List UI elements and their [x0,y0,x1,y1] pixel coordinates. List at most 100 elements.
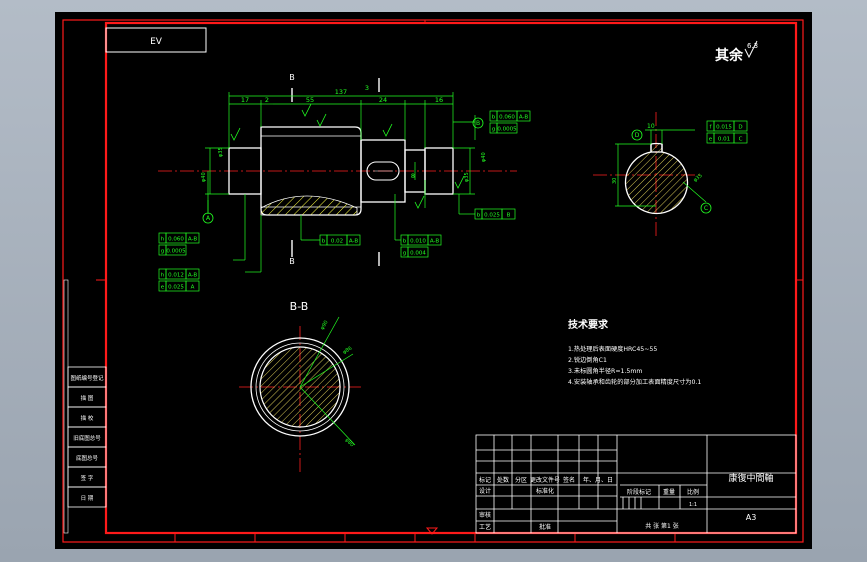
dimension-texts: 137 17 2 55 3 24 16 8 [241,84,443,180]
tolerance-symbol: b [403,239,407,245]
tb-approve: 批准 [539,523,551,531]
leaders [207,115,476,273]
tolerance-symbol: f [710,125,713,131]
datum-letters: A B C D [206,120,708,222]
keyway-slot [366,161,400,181]
tb-count: 处数 [497,476,509,484]
tolerance-symbol: b [477,213,481,219]
keyway-section-view[interactable]: 10 30 φ35 [593,112,707,236]
bb-section-view[interactable]: B-B φ90 φ86 φ80 [239,300,361,472]
tolerance-value: 0.02 [331,239,343,245]
left-strip-label: 旧底图总号 [73,434,101,442]
datum-c: C [704,205,708,212]
tb-change-doc: 更改文件号 [530,476,560,484]
left-strip-edge [63,279,69,534]
tb-sign: 签名 [563,476,575,484]
vertical-dim-texts: φ40 φ35 φ35 φ40 [201,147,487,182]
left-strip-label: 签 字 [81,474,94,482]
dim-17: 17 [241,96,249,104]
tolerance-value: 0.012 [168,273,184,279]
tolerance-symbol: h [161,273,165,279]
tb-zone: 分区 [515,476,527,484]
tech-title: 技术要求 [568,318,609,331]
svg-text:φ86: φ86 [342,345,353,355]
tolerance-symbol: b [492,115,496,121]
tolerance-value: 0.025 [168,285,184,291]
tolerance-cell [516,110,531,122]
corner-label-box [105,27,207,53]
frame-ticks [96,20,803,542]
tolerance-datum: A-B [188,237,197,243]
tolerance-symbol: e [161,285,165,291]
tolerance-datum: A-B [349,239,358,245]
left-strip-label: 图纸编号登记 [70,374,104,382]
bb-tip-circle [255,342,345,432]
tolerance-symbol: g [403,251,407,257]
dim-8: 8 [411,172,415,180]
tech-item-1: 1.热处理后表面硬度HRC45~55 [568,345,657,353]
tolerance-datum: C [739,137,743,143]
section-cut-markers [291,78,380,266]
roughness-marks [230,103,465,209]
tb-audit: 审核 [479,511,491,519]
tolerance-cell [185,268,200,280]
tolerance-symbol: b [322,239,326,245]
svg-text:φ40: φ40 [201,172,207,182]
tech-item-4: 4.安装轴承和齿轮的部分加工表面精度尺寸为0.1 [568,378,701,386]
dim-3: 3 [365,84,369,92]
left-strip-label: 日 期 [81,495,94,502]
cad-viewport[interactable]: EV 其余 6.3 B B [55,12,812,549]
shaft-main-view[interactable]: B B [158,73,517,266]
bb-outer-circle [250,337,350,437]
tolerance-cell [185,232,200,244]
tolerance-cell [165,244,187,256]
tb-weight: 重量 [663,488,675,496]
inner-frame [104,21,798,535]
section-mark-top: B [289,73,295,82]
datum-d: D [635,132,640,139]
tolerance-frame: b 0.02 A-B [319,234,361,246]
tb-scale-value: 1:1 [689,502,697,508]
tb-stage: 阶段标记 [627,488,651,496]
tolerance-symbol: h [161,237,165,243]
tolerance-cell [185,280,200,292]
tb-design: 设计 [479,487,491,495]
tb-date: 年、月、日 [583,476,613,484]
tolerance-value: 0.060 [499,115,515,121]
tolerance-datum: A-B [188,273,197,279]
cad-drawing[interactable]: EV 其余 6.3 B B [55,12,812,549]
tolerance-cell [733,120,748,132]
tolerance-cell [427,234,442,246]
tolerance-cell [496,122,518,134]
tolerance-datum: D [738,125,742,131]
tolerance-symbol: e [709,137,713,143]
tb-part-name: 康復中間軸 [728,472,773,484]
dim-16: 16 [435,96,443,104]
roughness-symbol-icon [744,40,758,59]
tolerance-value: 0.025 [484,213,500,219]
left-strip-label: 底图总号 [76,454,99,462]
title-block [475,434,797,534]
tolerance-datum: A [191,285,195,291]
dim-55: 55 [306,96,314,104]
left-strip-label: 描 图 [81,394,94,402]
tolerance-cell [501,208,516,220]
tb-mark: 标记 [479,476,491,484]
tech-item-2: 2.锐边倒角C1 [568,356,607,364]
datum-b: B [476,120,480,127]
datum-a: A [206,215,211,222]
tb-process: 工艺 [479,523,491,531]
tolerance-symbol: g [492,127,496,133]
key-depth-dim: 30 [612,178,618,184]
keyway-notch [650,144,663,153]
tb-scale: 比例 [687,488,699,496]
